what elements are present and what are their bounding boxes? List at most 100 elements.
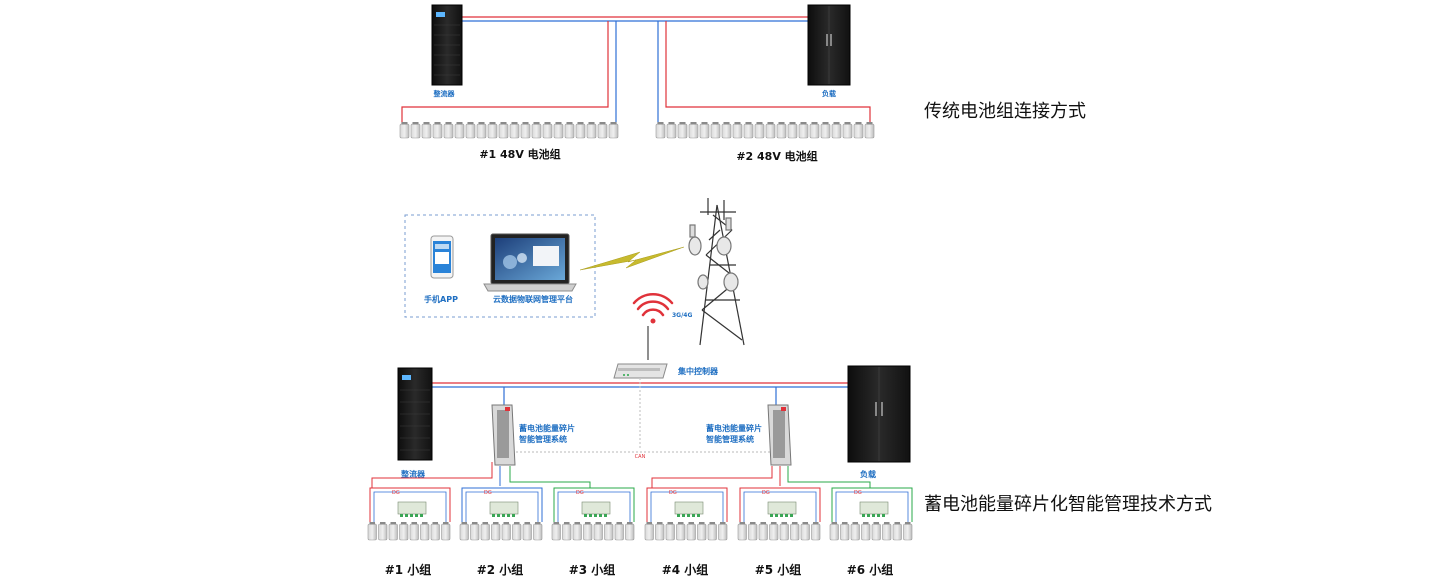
module-device [581,501,611,517]
battery-cell [420,522,430,541]
battery-cell [892,522,902,541]
battery-cell [430,522,440,541]
module-tag: DG [854,490,862,496]
battery-cell [454,122,465,139]
battery-cell [583,522,593,541]
load-label-top: 负载 [822,89,836,98]
battery-cell [748,522,758,541]
battery-cell [625,522,635,541]
battery-cell [686,522,696,541]
battery-cell [776,122,787,139]
module-tag: DG [762,490,770,496]
load-label-bottom: 负载 [860,469,876,479]
rectifier-label-top: 整流器 [433,89,456,98]
battery-cell [864,122,875,139]
battery-cell [665,522,675,541]
battery-cell [498,122,509,139]
battery-cell [480,522,490,541]
battery-cell [410,122,421,139]
system-label-2-line1: 蓄电池能量碎片 [706,423,762,433]
battery-cell [421,122,432,139]
system-label-1-line2: 智能管理系统 [519,434,567,444]
traditional-caption: 传统电池组连接方式 [924,101,1086,122]
battery-cell [378,522,388,541]
battery-cell [476,122,487,139]
battery-cell [441,522,451,541]
battery-cell [593,522,603,541]
battery-cell [688,122,699,139]
battery-cell [443,122,454,139]
battery-cell [572,522,582,541]
laptop-icon [483,233,577,292]
battery-cell [765,122,776,139]
wifi-signal-icon [632,293,674,324]
battery-cell [562,522,572,541]
battery-cell [604,522,614,541]
battery-cell [842,122,853,139]
group-label: #5 小组 [755,562,802,577]
battery-cell [754,122,765,139]
battery-cell [699,122,710,139]
battery-cell [465,122,476,139]
energy-management-unit-1 [491,404,516,466]
module-device [859,501,889,517]
battery-cell [531,122,542,139]
telecom-tower-icon [688,198,745,346]
battery-cell [820,122,831,139]
battery-cell [831,122,842,139]
battery-bank-2 [655,122,875,139]
battery-cell [399,522,409,541]
battery-cell [459,522,469,541]
battery-cell [564,122,575,139]
battery-cell [737,522,747,541]
smart-bus-wiring [432,378,848,453]
battery-bank-1-label: #1 48V 电池组 [479,147,560,161]
battery-cell [614,522,624,541]
module-tag: DG [484,490,492,496]
battery-cell [790,522,800,541]
battery-cell [522,522,532,541]
battery-cell [798,122,809,139]
battery-cell [710,122,721,139]
system-label-1-line1: 蓄电池能量碎片 [519,423,575,433]
battery-cell [655,122,666,139]
battery-cell [676,522,686,541]
battery-cell [697,522,707,541]
battery-cell [840,522,850,541]
battery-cell [758,522,768,541]
mobile-app-label: 手机APP [424,294,458,304]
traditional-wiring [401,16,871,124]
phone-icon [430,235,454,279]
module-tag: DG [392,490,400,496]
battery-cell [470,522,480,541]
energy-management-unit-2 [767,404,792,466]
wireless-lightning-icon [579,246,685,271]
battery-cell [882,522,892,541]
battery-cell [743,122,754,139]
unit-to-group-wiring [371,462,871,488]
battery-cell [677,122,688,139]
battery-cell [850,522,860,541]
module-tag: DG [576,490,584,496]
battery-cell [829,522,839,541]
battery-group-5: DG #5 小组 [737,487,821,577]
battery-cell [388,522,398,541]
group-label: #2 小组 [477,562,524,577]
load-cabinet-top [807,4,851,86]
battery-cell [811,522,821,541]
rectifier-label-bottom: 整流器 [400,469,426,479]
battery-cell [721,122,732,139]
battery-cell [732,122,743,139]
battery-cell [512,522,522,541]
battery-cell [608,122,619,139]
module-device [397,501,427,517]
group-label: #3 小组 [569,562,616,577]
cloud-platform-label: 云数据物联网管理平台 [493,294,573,304]
battery-cell [533,522,543,541]
battery-group-2: DG #2 小组 [459,487,543,577]
group-label: #4 小组 [662,562,709,577]
battery-cell [861,522,871,541]
group-label: #1 小组 [385,562,432,577]
